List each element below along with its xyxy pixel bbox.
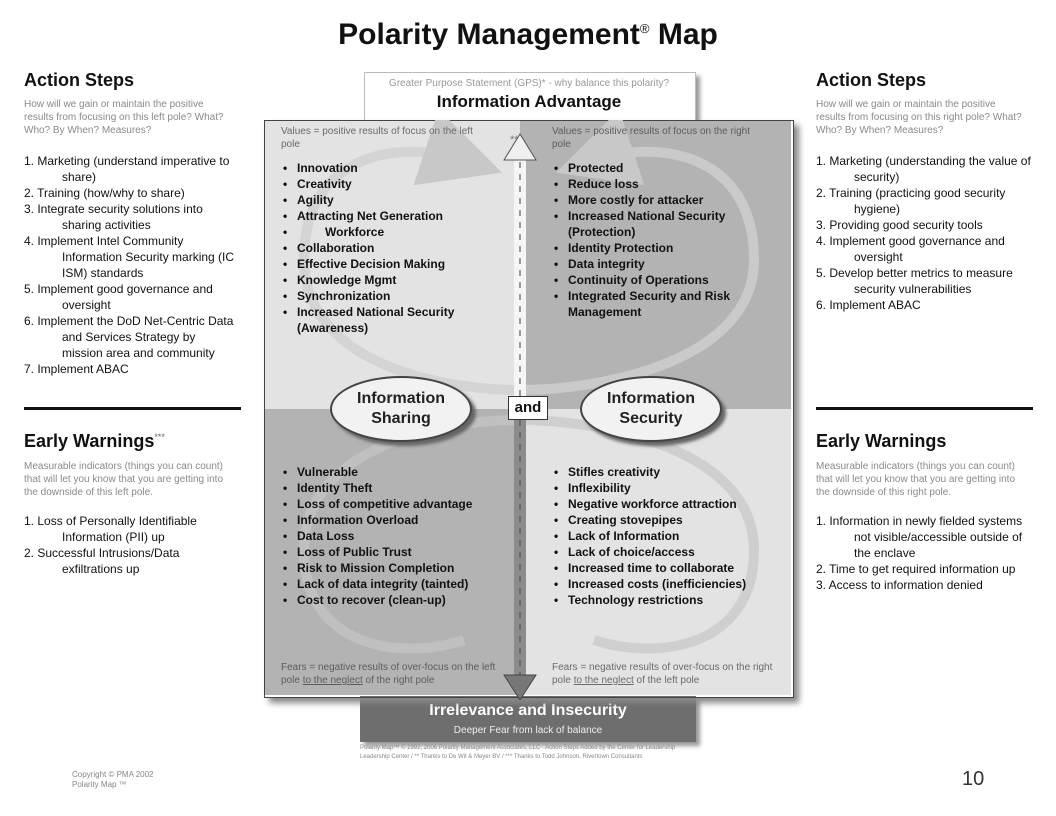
action-step-item: 2. Training (practicing good security hy… — [816, 186, 1006, 216]
value-item: Agility — [281, 192, 511, 208]
right-action-steps-heading: Action Steps — [816, 70, 927, 90]
fear-item: Inflexibility — [552, 480, 788, 496]
action-step-item: 7. Implement ABAC — [24, 362, 129, 376]
lower-right-fears-list: Stifles creativityInflexibilityNegative … — [552, 464, 788, 608]
lower-left-fears-list: VulnerableIdentity TheftLoss of competit… — [281, 464, 517, 608]
fear-item: Information Overload — [281, 512, 517, 528]
value-item: Integrated Security and Risk Management — [552, 288, 782, 320]
action-step-item: 5. Implement good governance and oversig… — [24, 282, 213, 312]
fear-item: Loss of competitive advantage — [281, 496, 517, 512]
value-item: Attracting Net Generation — [281, 208, 511, 224]
value-item: Effective Decision Making — [281, 256, 511, 272]
value-item: Increased National Security (Protection) — [552, 208, 782, 240]
lower-right-note: Fears = negative results of over-focus o… — [552, 662, 773, 686]
fear-item: Vulnerable — [281, 464, 517, 480]
fear-item: Data Loss — [281, 528, 517, 544]
value-item: Workforce — [281, 224, 511, 240]
action-step-item: 5. Develop better metrics to measure sec… — [816, 266, 1013, 296]
deeper-fear-label: Deeper Fear from lack of balance — [453, 725, 603, 736]
fear-item: Increased costs (inefficiencies) — [552, 576, 788, 592]
value-item: Creativity — [281, 176, 511, 192]
action-step-item: 4. Implement Intel Community Information… — [24, 234, 235, 280]
polarity-map-frame — [264, 120, 794, 698]
fear-item: Technology restrictions — [552, 592, 788, 608]
action-step-item: 1. Marketing (understanding the value of… — [816, 154, 1031, 184]
gps-label: Greater Purpose Statement (GPS)* - why b… — [388, 78, 670, 89]
value-item: Reduce loss — [552, 176, 782, 192]
fear-item: Loss of Public Trust — [281, 544, 517, 560]
double-star-marker: ** — [510, 134, 519, 146]
upper-right-note: Values = positive results of focus on th… — [552, 126, 750, 150]
left-divider — [24, 407, 241, 410]
up-arrow-head — [503, 133, 537, 161]
left-early-warnings-list: 1. Loss of Personally Identifiable Infor… — [24, 513, 234, 577]
fear-item: Lack of Information — [552, 528, 788, 544]
action-step-item: 3. Integrate security solutions into sha… — [24, 202, 203, 232]
fear-item: Identity Theft — [281, 480, 517, 496]
gps-value: Information Advantage — [436, 92, 622, 111]
left-early-warnings-heading: Early Warnings*** — [24, 431, 165, 451]
value-item: Identity Protection — [552, 240, 782, 256]
left-warn-note: Measurable indicators (things you can co… — [24, 461, 224, 498]
value-item: Protected — [552, 160, 782, 176]
action-step-item: 6. Implement ABAC — [816, 298, 921, 312]
lower-left-note: Fears = negative results of over-focus o… — [281, 662, 496, 686]
value-item: Collaboration — [281, 240, 511, 256]
upper-right-values-list: ProtectedReduce lossMore costly for atta… — [552, 160, 782, 320]
left-action-steps-heading: Action Steps — [24, 70, 135, 90]
action-step-item: 1. Marketing (understand imperative to s… — [24, 154, 230, 184]
value-item: Innovation — [281, 160, 511, 176]
action-step-item: 4. Implement good governance and oversig… — [816, 234, 1005, 264]
warning-item: 1. Information in newly fielded systems … — [816, 514, 1023, 560]
right-divider — [816, 407, 1033, 410]
fear-item: Negative workforce attraction — [552, 496, 788, 512]
left-action-note: How will we gain or maintain the positiv… — [24, 99, 224, 136]
right-action-steps-list: 1. Marketing (understanding the value of… — [816, 153, 1036, 313]
left-pole-information-sharing: Information Sharing — [330, 376, 472, 442]
credit-line-2: Leadership Center / ** Thanks to De Wit … — [360, 754, 643, 760]
value-item: Knowledge Mgmt — [281, 272, 511, 288]
value-item: Continuity of Operations — [552, 272, 782, 288]
value-item: More costly for attacker — [552, 192, 782, 208]
right-warn-note: Measurable indicators (things you can co… — [816, 461, 1016, 498]
fear-item: Cost to recover (clean-up) — [281, 592, 517, 608]
gps-box — [364, 72, 696, 126]
fear-item: Risk to Mission Completion — [281, 560, 517, 576]
fear-item: Creating stovepipes — [552, 512, 788, 528]
deeper-fear-value: Irrelevance and Insecurity — [429, 702, 627, 719]
value-item: Synchronization — [281, 288, 511, 304]
page-title: Polarity Management® Map — [338, 18, 718, 51]
deeper-fear-box — [360, 696, 696, 742]
action-step-item: 2. Training (how/why to share) — [24, 186, 185, 200]
right-action-note: How will we gain or maintain the positiv… — [816, 99, 1022, 136]
fear-item: Lack of data integrity (tainted) — [281, 576, 517, 592]
down-arrow-head — [503, 674, 537, 700]
copyright-line-1: Copyright © PMA 2002 — [72, 770, 154, 779]
warning-item: 1. Loss of Personally Identifiable Infor… — [24, 514, 197, 544]
fear-item: Lack of choice/access — [552, 544, 788, 560]
action-step-item: 3. Providing good security tools — [816, 218, 983, 232]
credit-line-1: Polarity Map™ © 1992, 2006 Polarity Mana… — [360, 745, 676, 751]
and-connector: and — [508, 396, 548, 420]
value-item: Data integrity — [552, 256, 782, 272]
warning-item: 3. Access to information denied — [816, 578, 983, 592]
right-early-warnings-list: 1. Information in newly fielded systems … — [816, 513, 1038, 593]
page-number: 10 — [962, 768, 985, 790]
right-pole-information-security: Information Security — [580, 376, 722, 442]
warning-item: 2. Time to get required information up — [816, 562, 1016, 576]
copyright-line-2: Polarity Map ™ — [72, 780, 127, 789]
upper-left-note: Values = positive results of focus on th… — [281, 126, 473, 150]
action-step-item: 6. Implement the DoD Net-Centric Data an… — [24, 314, 234, 360]
fear-item: Stifles creativity — [552, 464, 788, 480]
value-item: Increased National Security (Awareness) — [281, 304, 511, 336]
right-early-warnings-heading: Early Warnings — [816, 431, 947, 451]
upper-left-values-list: InnovationCreativityAgilityAttracting Ne… — [281, 160, 511, 336]
warning-item: 2. Successful Intrusions/Data exfiltrati… — [24, 546, 180, 576]
fear-item: Increased time to collaborate — [552, 560, 788, 576]
left-action-steps-list: 1. Marketing (understand imperative to s… — [24, 153, 239, 377]
